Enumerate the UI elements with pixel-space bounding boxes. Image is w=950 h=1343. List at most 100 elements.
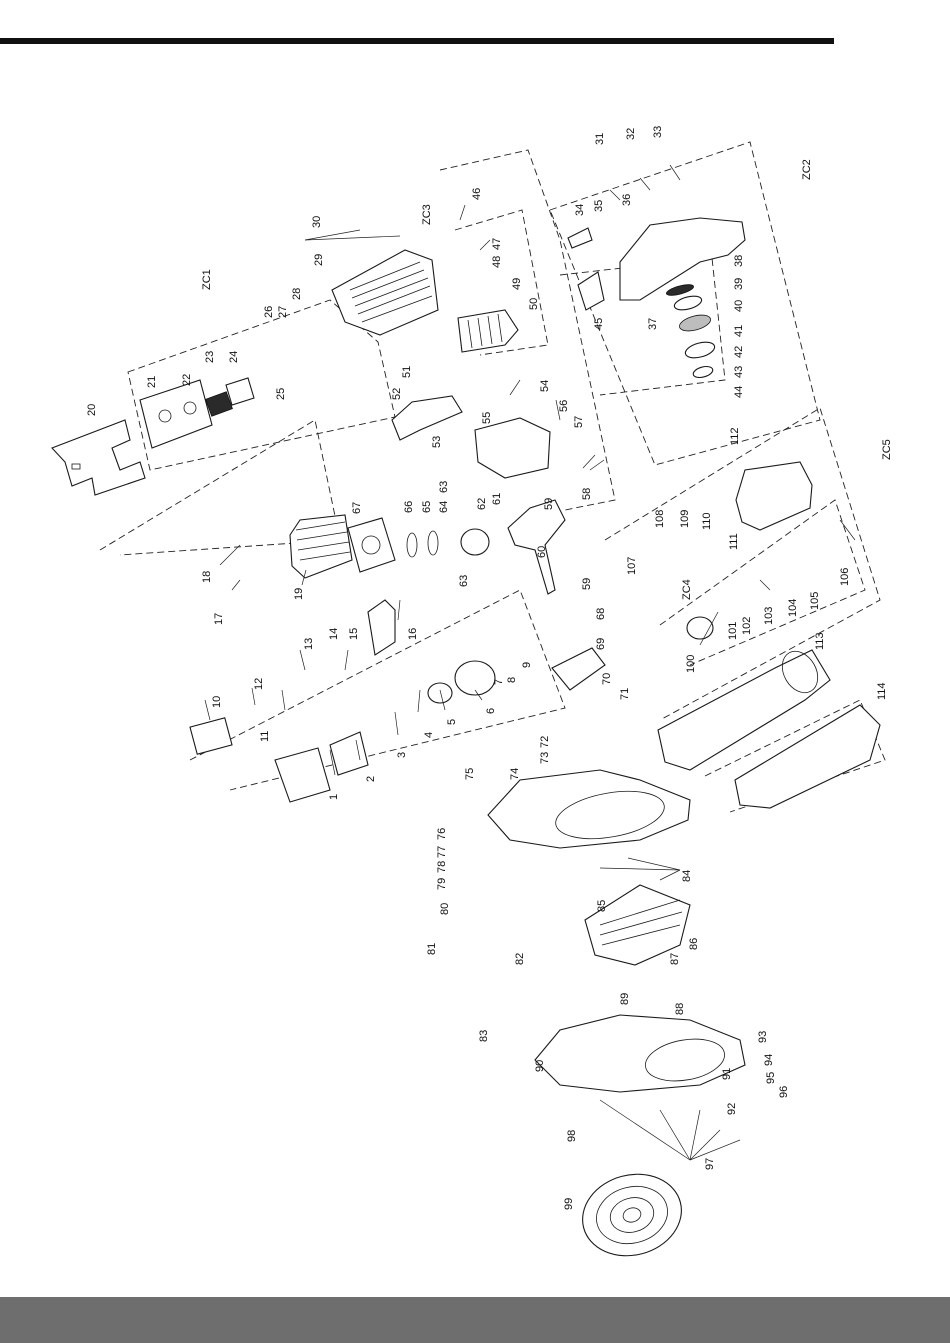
part-shape-89 <box>534 1014 746 1093</box>
boundary-zc5 <box>604 407 881 721</box>
part-label-88: 88 <box>674 1003 686 1015</box>
part-label-61: 61 <box>491 493 503 505</box>
part-shape-114 <box>734 704 881 809</box>
part-label-77: 77 <box>436 846 448 858</box>
part-label-89: 89 <box>619 993 631 1005</box>
part-label-82: 82 <box>514 953 526 965</box>
part-label-36: 36 <box>621 194 633 206</box>
part-shape-37 <box>619 217 746 301</box>
part-shape-60 <box>507 499 566 595</box>
exploded-parts-diagram: ZC1 ZC2 ZC3 ZC4 ZC5 1 2 3 4 5 6 7 8 9 10… <box>51 126 893 1257</box>
part-shape-74 <box>487 769 691 849</box>
part-label-104: 104 <box>787 599 799 617</box>
leader-lines <box>204 164 856 1161</box>
part-shape-20-slot <box>71 463 81 470</box>
part-label-23: 23 <box>204 351 216 363</box>
part-label-97: 97 <box>704 1158 716 1170</box>
part-label-71: 71 <box>619 688 631 700</box>
part-label-103: 103 <box>763 607 775 625</box>
part-label-83: 83 <box>478 1030 490 1042</box>
boundary-zc1-outer <box>99 419 341 556</box>
part-label-43: 43 <box>733 366 745 378</box>
part-label-70: 70 <box>601 673 613 685</box>
part-label-44: 44 <box>733 386 745 398</box>
boundary-zc3 <box>439 149 616 511</box>
part-shape-20 <box>51 419 146 496</box>
part-shape-69 <box>551 647 606 691</box>
part-shape-66 <box>406 532 418 558</box>
part-label-98: 98 <box>566 1130 578 1142</box>
part-label-48: 48 <box>491 256 503 268</box>
part-label-76: 76 <box>436 828 448 840</box>
part-label-74: 74 <box>509 768 521 780</box>
part-label-2: 2 <box>365 776 377 782</box>
part-label-73: 73 <box>539 752 551 764</box>
part-label-107: 107 <box>626 557 638 575</box>
part-label-42: 42 <box>733 346 745 358</box>
part-label-110: 110 <box>701 512 713 530</box>
part-label-54: 54 <box>539 380 551 392</box>
part-shape-45 <box>577 271 605 311</box>
part-label-41: 41 <box>733 325 745 337</box>
part-label-85: 85 <box>596 900 608 912</box>
part-label-21: 21 <box>146 376 158 388</box>
part-shape-34 <box>567 227 593 249</box>
part-label-49: 49 <box>511 278 523 290</box>
part-label-51: 51 <box>401 366 413 378</box>
part-shape-2 <box>329 731 369 776</box>
part-label-52: 52 <box>391 388 403 400</box>
part-drawings <box>51 217 881 1257</box>
group-label-zc1: ZC1 <box>201 269 213 290</box>
part-label-87: 87 <box>669 953 681 965</box>
part-label-78: 78 <box>436 861 448 873</box>
part-label-4: 4 <box>423 732 435 738</box>
part-label-69: 69 <box>595 638 607 650</box>
part-label-38: 38 <box>733 255 745 267</box>
part-label-22: 22 <box>181 374 193 386</box>
part-label-40: 40 <box>733 300 745 312</box>
part-label-59a: 59 <box>543 498 555 510</box>
part-label-100: 100 <box>685 655 697 673</box>
part-label-96: 96 <box>778 1086 790 1098</box>
part-label-30: 30 <box>311 216 323 228</box>
part-label-34: 34 <box>574 204 586 216</box>
part-label-53: 53 <box>431 436 443 448</box>
part-label-95: 95 <box>765 1072 777 1084</box>
part-label-28: 28 <box>291 288 303 300</box>
part-label-113: 113 <box>814 632 826 650</box>
part-label-5: 5 <box>446 719 458 725</box>
group-boundaries <box>99 141 886 813</box>
part-shape-52 <box>391 395 463 441</box>
part-label-35: 35 <box>593 200 605 212</box>
part-label-101: 101 <box>727 622 739 640</box>
group-label-zc2: ZC2 <box>801 159 813 180</box>
part-label-84: 84 <box>681 870 693 882</box>
part-label-8: 8 <box>506 677 518 683</box>
part-shape-65 <box>427 530 439 556</box>
part-label-108: 108 <box>654 510 666 528</box>
part-label-55: 55 <box>481 412 493 424</box>
part-shape-29-grille <box>349 261 433 323</box>
group-label-zc3: ZC3 <box>421 204 433 225</box>
part-label-24: 24 <box>228 351 240 363</box>
part-label-33: 33 <box>652 126 664 138</box>
part-label-47: 47 <box>491 238 503 250</box>
part-label-93: 93 <box>757 1031 769 1043</box>
part-shape-55 <box>474 417 551 479</box>
part-label-16: 16 <box>407 628 419 640</box>
part-shape-16 <box>367 599 396 656</box>
part-label-59b: 59 <box>581 578 593 590</box>
part-label-15: 15 <box>348 628 360 640</box>
part-label-26: 26 <box>263 306 275 318</box>
part-label-79: 79 <box>436 878 448 890</box>
part-label-68: 68 <box>595 608 607 620</box>
part-label-64: 64 <box>438 501 450 513</box>
part-label-99: 99 <box>563 1198 575 1210</box>
part-shape-1 <box>274 747 331 803</box>
part-label-75: 75 <box>464 768 476 780</box>
part-shape-50 <box>457 309 519 353</box>
part-shape-6 <box>454 660 496 696</box>
part-label-114: 114 <box>876 682 888 700</box>
part-shape-64 <box>460 528 490 556</box>
part-shape-21 <box>139 379 213 449</box>
